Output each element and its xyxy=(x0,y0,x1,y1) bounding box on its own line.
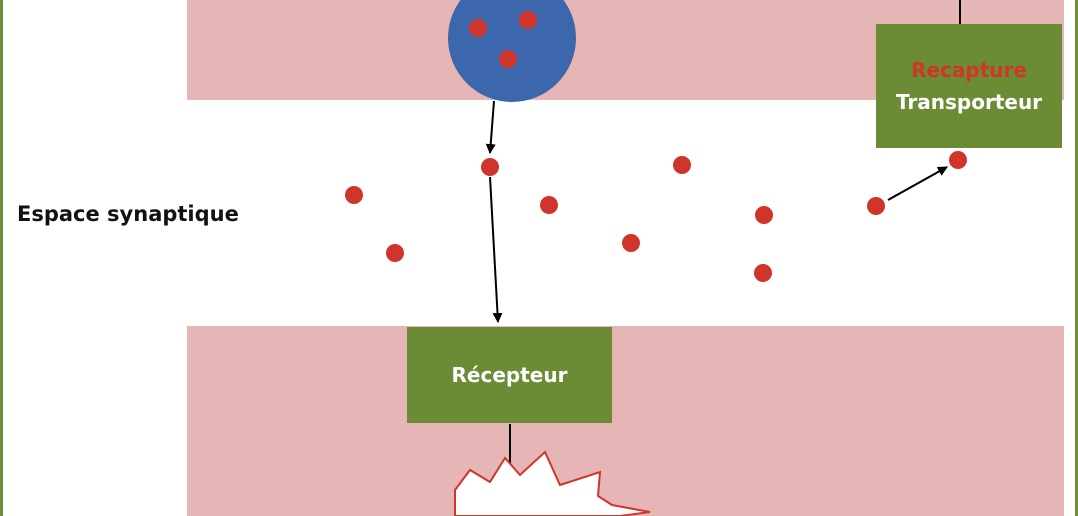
signal-burst-icon xyxy=(454,450,651,516)
vesicle-neurotransmitter xyxy=(519,11,537,29)
receptor-label: Récepteur xyxy=(451,363,568,387)
transporter-label: Transporteur xyxy=(895,90,1043,114)
vesicle-neurotransmitter xyxy=(469,19,487,37)
binding-arrow xyxy=(489,176,503,323)
vesicle-neurotransmitter xyxy=(499,50,517,68)
neurotransmitter-dot xyxy=(754,264,772,282)
neurotransmitter-dot xyxy=(755,206,773,224)
neurotransmitter-dot xyxy=(622,234,640,252)
synaptic-space-label: Espace synaptique xyxy=(17,202,239,226)
reuptake-arrow xyxy=(887,166,948,201)
reuptake-transporter-box: Recapture Transporteur xyxy=(876,24,1062,148)
neurotransmitter-dot xyxy=(949,151,967,169)
neurotransmitter-dot xyxy=(673,156,691,174)
receptor-box: Récepteur xyxy=(407,327,612,423)
neurotransmitter-dot xyxy=(481,158,499,176)
neurotransmitter-dot xyxy=(867,197,885,215)
reuptake-label: Recapture xyxy=(911,58,1027,82)
neurotransmitter-dot xyxy=(386,244,404,262)
neurotransmitter-dot xyxy=(345,186,363,204)
postsynaptic-membrane xyxy=(187,326,1064,516)
release-arrow xyxy=(485,100,496,154)
neurotransmitter-dot xyxy=(540,196,558,214)
